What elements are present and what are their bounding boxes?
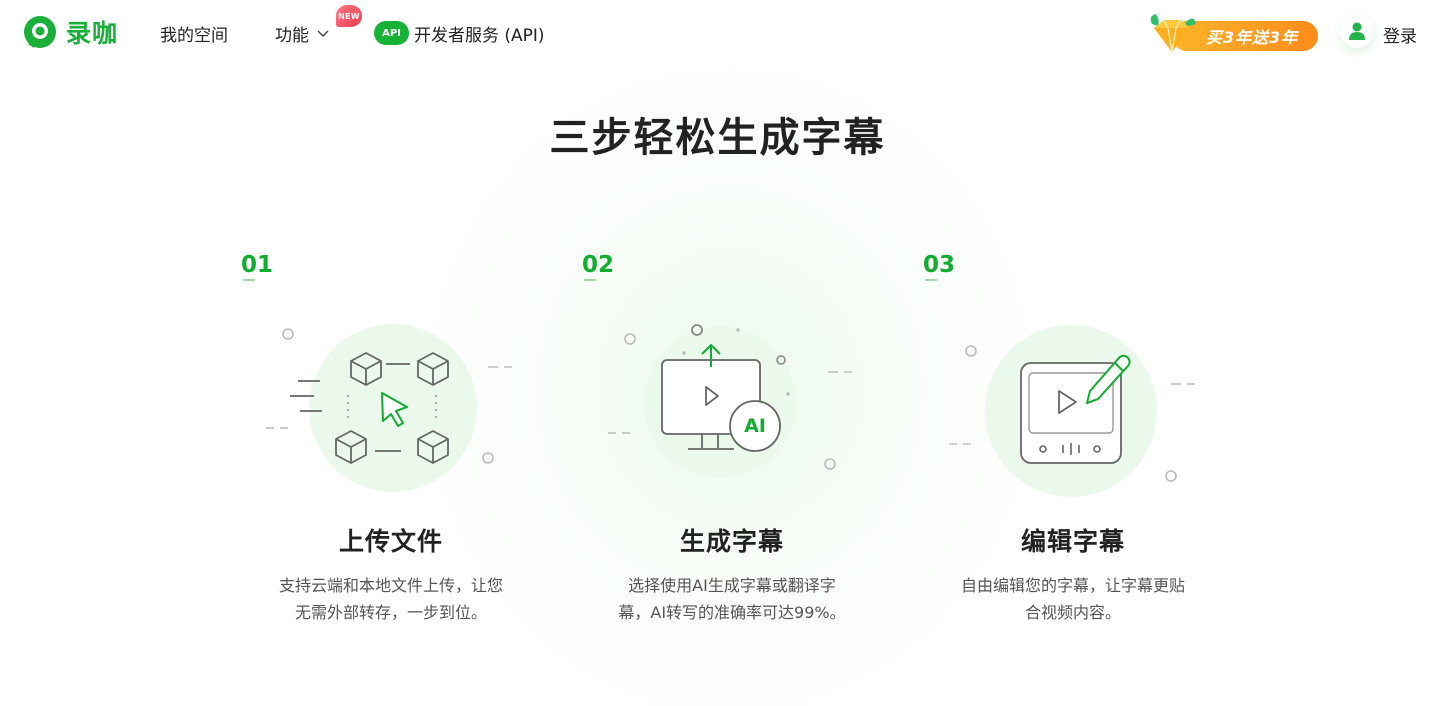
chevron-down-icon — [317, 30, 329, 37]
step-description: 选择使用AI生成字幕或翻译字 幕，AI转写的准确率可达99%。 — [602, 572, 862, 626]
user-avatar[interactable] — [1340, 14, 1374, 48]
nav-features[interactable]: 功能 — [275, 21, 329, 46]
step-description-line: 选择使用AI生成字幕或翻译字 — [628, 576, 836, 595]
step-number: 02 — [582, 252, 615, 281]
brand-name: 录咖 — [66, 19, 119, 48]
step-description-line: 无需外部转存，一步到位。 — [294, 603, 487, 622]
login-link[interactable]: 登录 — [1383, 27, 1417, 47]
top-navbar: 录咖 我的空间 功能 NEW API 开发者服务 (API) 买3年送3年 登录 — [0, 0, 1435, 66]
logo[interactable]: 录咖 — [22, 14, 118, 50]
step-description-line: 支持云端和本地文件上传，让您 — [278, 576, 503, 595]
promo-banner[interactable]: 买3年送3年 — [1142, 12, 1318, 56]
nav-features-label: 功能 — [275, 26, 309, 46]
step-description-line: 合视频内容。 — [1024, 603, 1121, 622]
step-description: 自由编辑您的字幕，让字幕更贴 合视频内容。 — [943, 572, 1203, 626]
upload-cubes-cursor-icon — [266, 324, 512, 492]
nav-developer-api[interactable]: 开发者服务 (API) — [414, 26, 545, 46]
ai-monitor-icon — [608, 324, 852, 478]
step-description-line: 幕，AI转写的准确率可达99%。 — [618, 603, 846, 622]
promo-text: 买3年送3年 — [1172, 21, 1318, 51]
user-icon — [1349, 22, 1365, 40]
step-description: 支持云端和本地文件上传，让您 无需外部转存，一步到位。 — [261, 572, 521, 626]
step-description-line: 自由编辑您的字幕，让字幕更贴 — [960, 576, 1185, 595]
page-title: 三步轻松生成字幕 — [549, 115, 886, 161]
logo-icon — [24, 16, 56, 48]
diamond-gift-icon — [1150, 14, 1196, 53]
step-title: 编辑字幕 — [1020, 527, 1125, 556]
nav-my-space[interactable]: 我的空间 — [160, 26, 228, 46]
step-title: 上传文件 — [338, 527, 443, 556]
step-title: 生成字幕 — [679, 527, 784, 556]
step-number: 01 — [241, 252, 274, 281]
api-cloud-icon: API — [374, 21, 409, 45]
ai-badge: AI — [744, 415, 766, 437]
step-number: 03 — [923, 252, 956, 281]
new-badge: NEW — [336, 5, 362, 27]
video-edit-pencil-icon — [949, 325, 1195, 497]
